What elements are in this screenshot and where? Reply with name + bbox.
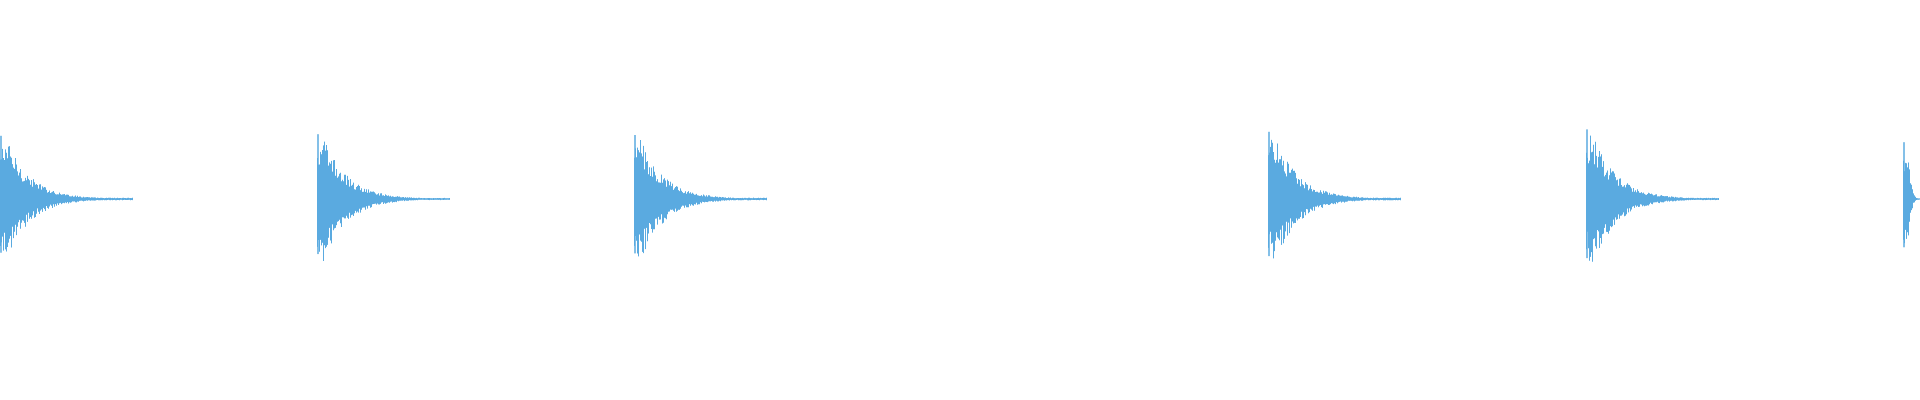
waveform-hit (0, 135, 133, 253)
waveform-hit (634, 135, 767, 257)
waveform-hit (1586, 129, 1719, 262)
waveform-hit (1903, 142, 1920, 248)
waveform-hits (0, 129, 1920, 262)
waveform-hit-body (317, 141, 450, 261)
waveform-hit-body (1903, 160, 1920, 244)
waveform-hit (317, 134, 450, 261)
waveform-hit-body (634, 140, 767, 257)
waveform-hit (1268, 131, 1401, 259)
